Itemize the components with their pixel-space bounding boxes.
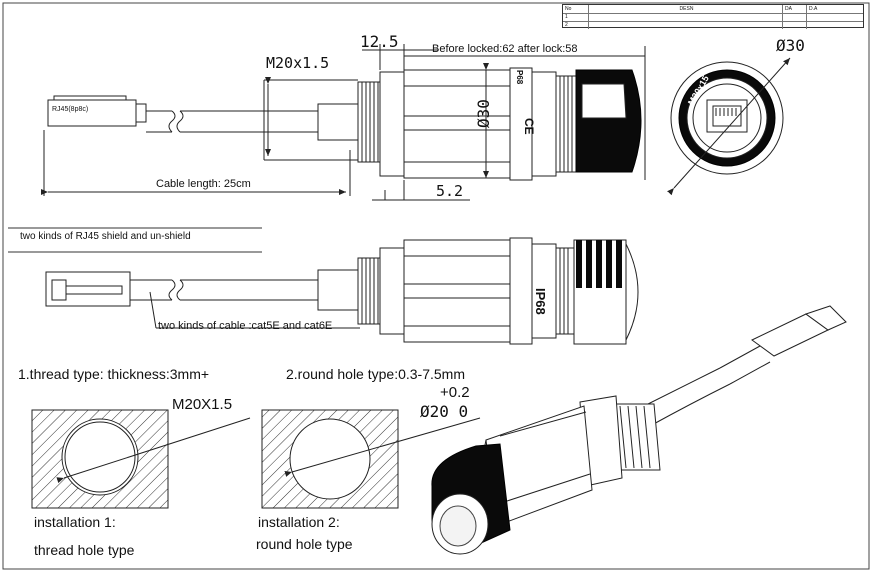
title-block-header: D.A [809,6,818,12]
middle-assembly-view [45,237,639,345]
rj45-shield-note: two kinds of RJ45 shield and un-shield [20,231,191,242]
p68-marking: P68 [515,70,524,85]
title-block-cell [807,13,863,21]
round-hole-spec: 2.round hole type:0.3-7.5mm [286,366,465,382]
panel-nut [379,71,405,177]
title-block-cell [783,21,807,29]
title-block-cell: 1 [563,13,589,21]
plug-label: RJ45(8p8c) [52,106,89,113]
install1-dimension: M20X1.5 [172,396,233,413]
install2-caption-type: round hole type [256,536,353,552]
thread-type-spec: 1.thread type: thickness:3mm+ [18,366,210,382]
title-block-cell [783,13,807,21]
install2-dimension: Ø20 0 [420,402,469,421]
ip68-marking: IP68 [533,288,548,315]
isometric-connector-view [431,305,847,555]
title-block-header: DA [783,5,807,13]
installation-1-diagram [31,409,251,509]
title-block-cell [807,21,863,29]
ce-marking: CE [522,118,536,135]
thread-section [357,81,381,163]
install1-caption: installation 1: [34,514,116,530]
title-block: No DESN DA D.A 1 2 [562,4,864,29]
title-block-header: No [563,5,589,13]
title-block-header: DESN [589,5,783,13]
dimension-5-2: 5.2 [436,182,464,200]
lock-length-note: Before locked:62 after lock:58 [432,43,578,55]
install2-caption: installation 2: [258,514,340,530]
rj45-plug-body [47,99,137,127]
body-diameter: Ø30 [474,99,493,128]
cable-length-label: Cable length: 25cm [156,178,251,190]
dimension-12-5: 12.5 [360,32,399,51]
install2-tolerance: +0.2 [440,384,470,401]
end-view-diameter: Ø30 [776,36,805,55]
title-block-cell [589,21,783,29]
install1-caption-type: thread hole type [34,542,135,558]
cable-type-note: two kinds of cable :cat5E and cat6E [158,320,333,332]
top-assembly-view [41,44,646,201]
title-block-cell [589,13,783,21]
title-block-cell: 2 [563,21,589,29]
end-view [667,57,791,196]
thread-dimension: M20x1.5 [266,54,330,72]
installation-2-diagram [261,409,481,509]
